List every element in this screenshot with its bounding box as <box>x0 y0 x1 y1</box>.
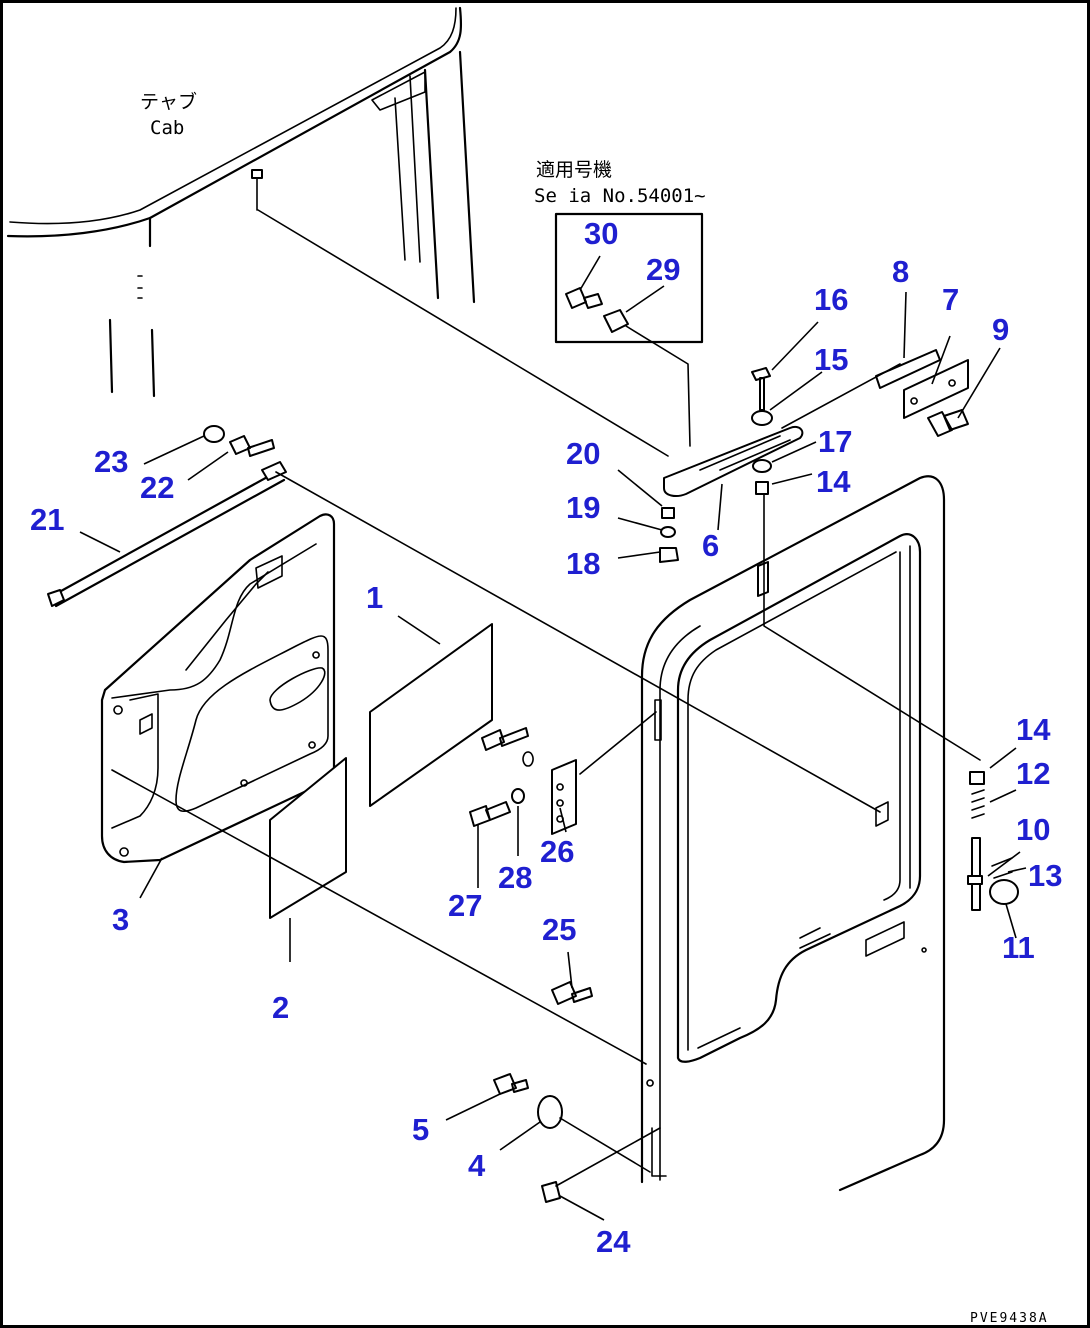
stay-arm-6 <box>663 426 804 497</box>
bolt-5 <box>493 1073 529 1095</box>
bolt-25 <box>551 981 593 1005</box>
bolt-22 <box>229 435 275 457</box>
callout-6: 6 <box>702 528 719 563</box>
callout-29: 29 <box>646 252 680 287</box>
drawing-number: PVE9438A <box>970 1311 1049 1326</box>
serial-note: 適用号機 Se ia No.54001~ <box>534 159 706 207</box>
assembly-lines <box>111 209 981 1187</box>
washer-19 <box>660 526 676 538</box>
callout-7: 7 <box>942 282 959 317</box>
hinge-26 <box>551 759 577 835</box>
bolt-27 <box>469 801 511 827</box>
callout-18: 18 <box>566 546 600 581</box>
spring-12 <box>971 789 985 819</box>
lower-fasteners <box>493 981 593 1203</box>
callout-26: 26 <box>540 834 574 869</box>
callout-4: 4 <box>468 1148 486 1183</box>
nut-18 <box>659 547 679 563</box>
serial-inset <box>554 212 704 344</box>
bushing-14-lower <box>969 771 985 785</box>
door-trim-panel <box>100 513 336 864</box>
callout-15: 15 <box>814 342 848 377</box>
callout-11: 11 <box>1002 930 1035 965</box>
bushing-29 <box>603 309 629 333</box>
washer-17 <box>752 459 772 473</box>
serial-note-jp: 適用号機 <box>536 159 612 181</box>
callout-12: 12 <box>1016 756 1050 791</box>
callouts: 1 2 3 4 5 6 7 8 9 10 11 12 13 14 14 15 1… <box>30 216 1062 1259</box>
callout-3: 3 <box>112 902 129 937</box>
callout-25: 25 <box>542 912 576 947</box>
bolt-30 <box>565 287 603 309</box>
callout-8: 8 <box>892 254 909 289</box>
pin-10 <box>971 837 981 911</box>
callout-19: 19 <box>566 490 600 525</box>
cab-outline <box>6 6 476 398</box>
callout-14b: 14 <box>1016 712 1051 747</box>
cab-label-jp: テャブ <box>140 90 197 113</box>
callout-22: 22 <box>140 470 174 505</box>
callout-13: 13 <box>1028 858 1062 893</box>
washer-4 <box>537 1095 563 1129</box>
callout-23: 23 <box>94 444 128 479</box>
stay-arm-assembly <box>659 349 969 563</box>
bolt-9 <box>927 409 969 437</box>
bushing-20 <box>661 507 675 519</box>
bushing-14-upper <box>755 481 769 495</box>
glass-panel-1 <box>369 623 493 807</box>
cap-24 <box>541 1181 561 1203</box>
latch-assembly <box>967 771 1019 911</box>
plate-7 <box>903 359 969 419</box>
knob-11 <box>989 879 1019 905</box>
washer-28 <box>511 788 525 804</box>
cab-label-en: Cab <box>150 117 184 139</box>
glass-panel-2 <box>269 757 347 919</box>
rod-assembly <box>47 425 287 608</box>
leader-lines <box>79 255 1027 1221</box>
callout-28: 28 <box>498 860 532 895</box>
door-frame <box>640 475 946 1192</box>
callout-20: 20 <box>566 436 600 471</box>
callout-30: 30 <box>584 216 618 251</box>
glass-panels <box>269 623 493 919</box>
callout-9: 9 <box>992 312 1009 347</box>
callout-2: 2 <box>272 990 289 1025</box>
hinge-assembly <box>469 727 577 835</box>
callout-16: 16 <box>814 282 848 317</box>
washer-15 <box>751 410 773 426</box>
callout-17: 17 <box>818 424 852 459</box>
bushing-23 <box>203 425 225 443</box>
callout-24: 24 <box>596 1224 631 1259</box>
clip-13 <box>991 857 1013 879</box>
callout-21: 21 <box>30 502 64 537</box>
callout-14a: 14 <box>816 464 851 499</box>
callout-10: 10 <box>1016 812 1050 847</box>
callout-5: 5 <box>412 1112 429 1147</box>
cab-label: テャブ Cab <box>140 90 197 139</box>
callout-27: 27 <box>448 888 482 923</box>
callout-1: 1 <box>366 580 383 615</box>
plate-8 <box>875 349 941 389</box>
serial-note-en: Se ia No.54001~ <box>534 185 706 207</box>
bolt-16 <box>751 367 771 411</box>
